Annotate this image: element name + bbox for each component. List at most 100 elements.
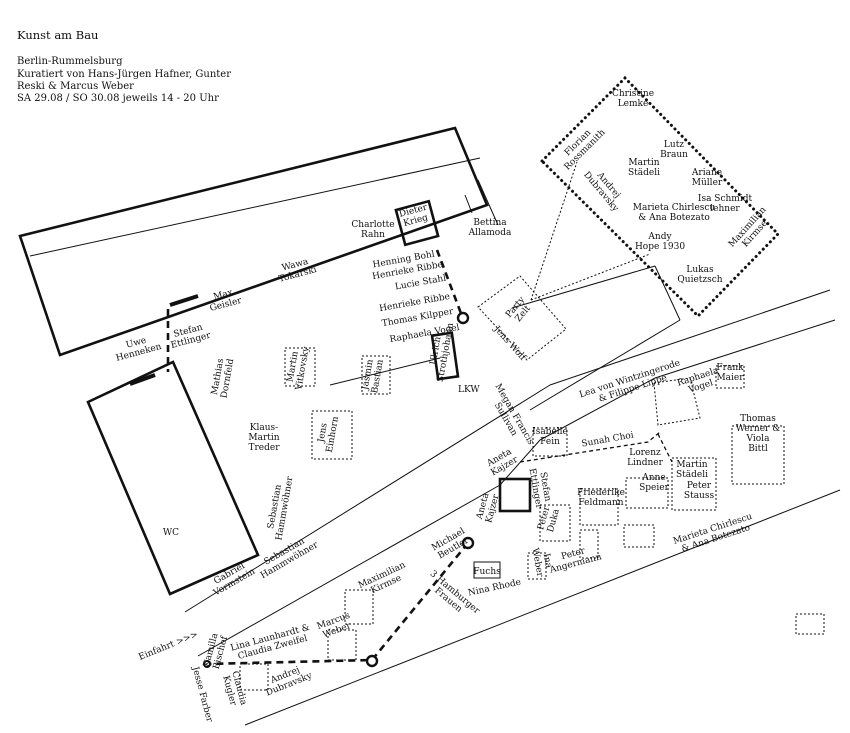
road-line-2c <box>539 377 656 441</box>
label-entrance: Einfahrt >>> <box>137 630 199 663</box>
curators-line-2: Reski & Marcus Weber <box>17 81 134 92</box>
box-fein <box>532 427 568 457</box>
building-wing-line <box>477 179 499 226</box>
label-jasmin-bastian: JasminBastian <box>360 357 386 394</box>
main-building <box>18 126 489 357</box>
label-peter-angermann: PeterAngermann <box>545 542 603 575</box>
door-mark-2 <box>129 373 156 386</box>
label-stefan-ettlinger: StefanEttlinger <box>167 321 212 351</box>
dashed-path-choi <box>519 431 661 463</box>
label-andrej-dubravsky-top: AndrejDubravsky <box>581 164 628 215</box>
path-end-krieg <box>456 311 470 325</box>
label-maximilian-kirmse-2: MaximilianKirmse <box>357 560 412 600</box>
box-einhorn <box>311 410 353 460</box>
label-max-geisler: MaxGeisler <box>206 286 243 314</box>
label-claudia-kugler: ClaudiaKugler <box>220 670 249 710</box>
box-duka <box>539 504 571 542</box>
location-text: Berlin-Rummelsburg <box>17 56 123 67</box>
dates-text: SA 29.08 / SO 30.08 jeweils 14 - 20 Uhr <box>17 93 219 104</box>
box-werner-bittl <box>731 425 785 485</box>
road-line-1 <box>184 384 551 613</box>
box-lippe <box>653 377 701 426</box>
tent-line-1 <box>530 161 578 301</box>
box-far-right <box>795 613 825 635</box>
festival-field <box>539 75 781 319</box>
dieter-krieg-box <box>394 199 440 247</box>
box-speier <box>625 477 669 509</box>
label-party-zelt: PartyZelt <box>504 294 535 326</box>
road-line-2 <box>197 484 501 657</box>
label-andrej-dubravsky-2: AndrejDubravsky <box>261 661 314 698</box>
label-fuchs: Fuchs <box>473 567 501 577</box>
road-line-1b <box>549 289 831 386</box>
label-jens-wolf: Jens Wolf <box>491 324 528 363</box>
label-sebastian-hammwoehner: SebastianHammwöhner <box>254 531 321 581</box>
tent-line-2 <box>530 253 651 301</box>
fence-line-3 <box>529 319 681 411</box>
path-node-weber <box>365 654 379 668</box>
box-fuchs <box>473 561 501 579</box>
header: Kunst am Bau Berlin-Rummelsburg Kuratier… <box>17 28 231 104</box>
label-florian-rossmanith: FlorianRossmanith <box>556 120 608 172</box>
road-line-3 <box>244 489 841 726</box>
label-lea-von-wintzingerode: Lea von Wintzingerode& Filippe Lippe <box>578 358 684 410</box>
label-wc: WC <box>163 528 179 538</box>
box-vitkovsky <box>284 347 316 387</box>
lkw-truck <box>430 331 460 381</box>
label-sunah-choi: Sunah Choi <box>581 431 635 450</box>
door-mark-1 <box>169 294 199 307</box>
label-wawa-tokarski: WawaTokarski <box>275 255 318 284</box>
path-end-beutler <box>461 536 475 550</box>
label-uwe-henneken: UweHenneken <box>112 332 162 363</box>
dashed-path-beutler <box>206 542 470 666</box>
label-lina-claudia: Lina Launhardt &Claudia Zweifel <box>230 623 314 663</box>
box-angermann <box>579 529 599 559</box>
fence-line <box>511 265 656 309</box>
box-feldmann <box>579 488 619 526</box>
box-bastian <box>361 355 391 395</box>
dashed-path-staedeli <box>657 433 673 463</box>
label-martin-vitkovsky: MartinVitkovsky <box>284 343 312 392</box>
label-chirlescu-botezato-2: Marieta Chirlescu& Ana Botezato <box>672 512 757 557</box>
label-gabriel-vormstein: GabrielVormstein <box>206 558 257 599</box>
label-aneta-kajzer-2: AnetaKajzer <box>475 490 502 524</box>
label-nina-rhode: Nina Rhode <box>467 578 522 599</box>
path-end-bischof <box>203 660 211 668</box>
curators-line-1: Kuratiert von Hans-Jürgen Hafner, Gunter <box>17 69 231 80</box>
map-title: Kunst am Bau <box>17 28 98 42</box>
label-megan-francis-sullivan: Megan FrancisSullivan <box>484 382 536 452</box>
label-sebastian-hammwoehner-v: SebastianHammwöhner <box>265 473 296 541</box>
party-tent <box>477 275 567 361</box>
box-maier <box>715 365 745 389</box>
label-kamilla-bischof: KamillaBischof <box>202 632 230 671</box>
label-aneta-kajzer-1: AnetaKajzer <box>484 446 520 478</box>
building-wing-line-2 <box>464 194 473 214</box>
box-weber <box>527 552 547 580</box>
box-chirlescu-2 <box>623 524 655 548</box>
wc-building <box>86 360 260 596</box>
box-kajzer <box>498 477 532 513</box>
building-inner-line <box>29 157 481 257</box>
box-staedeli-stauss <box>671 457 717 511</box>
label-michael-beutler: MichaelBeutler <box>430 526 472 562</box>
box-kirmse-2 <box>344 589 374 625</box>
label-chirlescu-botezato-top: Marieta Chirlescu& Ana Botezato <box>633 203 716 223</box>
label-jens-einhorn: JensEinhorn <box>315 414 341 454</box>
